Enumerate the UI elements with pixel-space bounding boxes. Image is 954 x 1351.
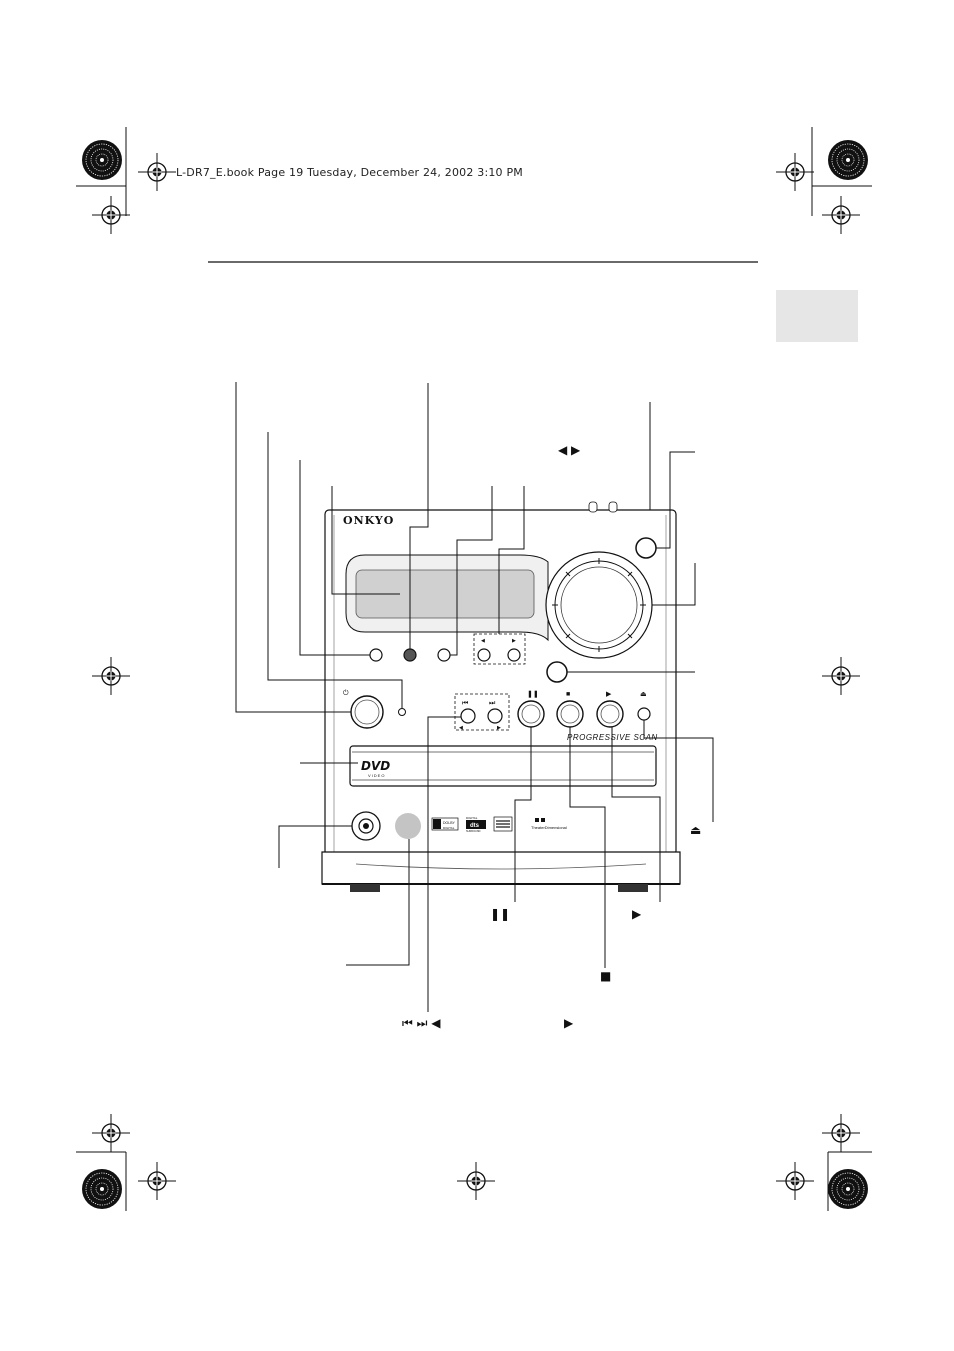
eject-symbol: ⏏ xyxy=(690,823,702,837)
star-wheel-top-right xyxy=(827,139,869,181)
registration-mark xyxy=(821,195,861,235)
top-right-button xyxy=(635,537,657,559)
svg-text:▶: ▶ xyxy=(497,725,501,731)
callout-lines xyxy=(235,382,714,1012)
registration-mark xyxy=(821,656,861,696)
brand-logo: ONKYO xyxy=(343,514,394,527)
registration-mark xyxy=(821,1113,861,1153)
theater-dimensional-logo: TheaterDimensional xyxy=(531,825,567,830)
dvd-logo: DVD xyxy=(361,759,390,773)
section-tab xyxy=(776,290,858,342)
star-wheel-top-left xyxy=(81,139,123,181)
svg-text:▶: ▶ xyxy=(606,691,612,698)
svg-text:■: ■ xyxy=(566,691,570,698)
registration-mark xyxy=(91,195,131,235)
registration-mark xyxy=(456,1161,496,1201)
svg-text:⏮: ⏮ xyxy=(462,700,468,707)
registration-mark xyxy=(137,1161,177,1201)
svg-text:▶: ▶ xyxy=(512,638,516,644)
skip-play-symbol: ▶ xyxy=(564,1016,574,1030)
star-wheel-bottom-right xyxy=(827,1168,869,1210)
play-symbol: ▶ xyxy=(632,907,642,921)
svg-text:⏏: ⏏ xyxy=(640,691,647,698)
svg-text:◀: ◀ xyxy=(459,725,463,731)
pause-symbol: ❚❚ xyxy=(490,907,511,921)
registration-mark xyxy=(137,152,177,192)
svg-text:⏭: ⏭ xyxy=(489,700,496,707)
dvd-logo-sub: VIDEO xyxy=(368,773,385,778)
dts-logo: dts xyxy=(470,823,480,829)
registration-mark xyxy=(91,656,131,696)
dts-logo-top: DIGITAL xyxy=(466,816,478,820)
svg-text:⏻: ⏻ xyxy=(343,689,349,697)
registration-mark xyxy=(91,1113,131,1153)
stop-symbol: ■ xyxy=(600,969,612,983)
file-info-header: L-DR7_E.book Page 19 Tuesday, December 2… xyxy=(176,166,523,179)
dts-logo-sub: SURROUND xyxy=(466,830,481,833)
dvd-receiver-illustration: ONKYO ◀ ▶ ⏻ xyxy=(321,501,681,892)
registration-mark xyxy=(775,1161,815,1201)
cursor-symbol: ◀ ▶ xyxy=(558,443,581,457)
svg-text:❚❚: ❚❚ xyxy=(527,690,539,698)
dolby-logo: DOLBY xyxy=(443,821,456,825)
registration-mark xyxy=(775,152,815,192)
dolby-logo-sub: DIGITAL xyxy=(443,826,455,830)
svg-text:◀: ◀ xyxy=(481,638,485,644)
star-wheel-bottom-left xyxy=(81,1168,123,1210)
skip-symbols: ⏮ ⏭ ◀ xyxy=(402,1016,441,1030)
